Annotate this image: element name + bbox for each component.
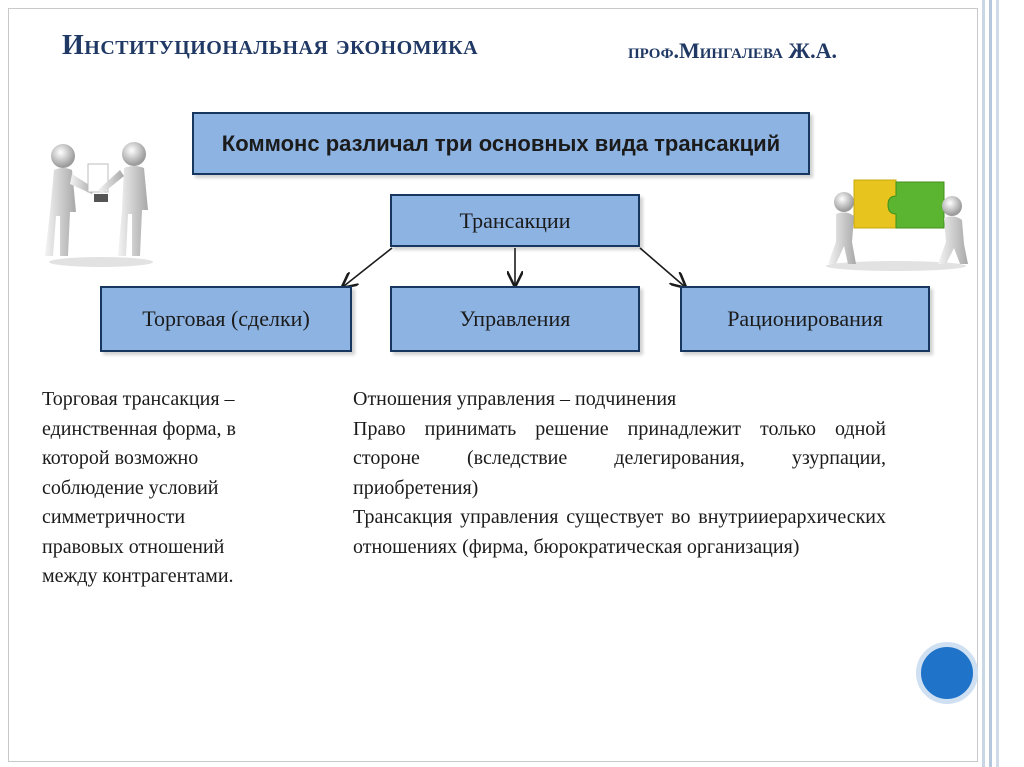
text-paragraph: Право принимать решение принадлежит толь…	[353, 417, 886, 499]
text-line: соблюдение условий	[42, 476, 219, 499]
people-exchanging-icon	[45, 142, 153, 267]
slide-frame	[8, 8, 978, 762]
decorative-stripes	[979, 0, 1024, 767]
decorative-circle	[916, 642, 978, 704]
text-paragraph: Отношения управления – подчинения	[353, 388, 677, 410]
transactions-root-box: Трансакции	[390, 194, 640, 247]
trade-transaction-box: Торговая (сделки)	[100, 286, 352, 352]
text-line: которой возможно	[42, 447, 199, 469]
text-line: симметричности	[42, 506, 186, 528]
text-paragraph: Трансакция управления существует во внут…	[353, 506, 886, 558]
text-line: между контрагентами.	[42, 565, 234, 587]
text-line: Торговая трансакция –	[42, 388, 235, 410]
trade-transaction-text: Торговая трансакция – единственная форма…	[42, 385, 302, 592]
management-transaction-box: Управления	[390, 286, 640, 352]
management-transaction-text: Отношения управления – подчинения Право …	[353, 385, 886, 562]
text-line: правовых отношений	[42, 535, 225, 558]
slide-title: Институциональная экономика	[62, 30, 479, 61]
author-name: проф.Мингалева Ж.А.	[628, 38, 838, 63]
puzzle-figures-icon	[826, 179, 968, 271]
text-line: единственная форма, в	[42, 417, 236, 440]
commons-summary-box: Коммонс различал три основных вида транс…	[192, 112, 810, 175]
rationing-transaction-box: Рационирования	[680, 286, 930, 352]
